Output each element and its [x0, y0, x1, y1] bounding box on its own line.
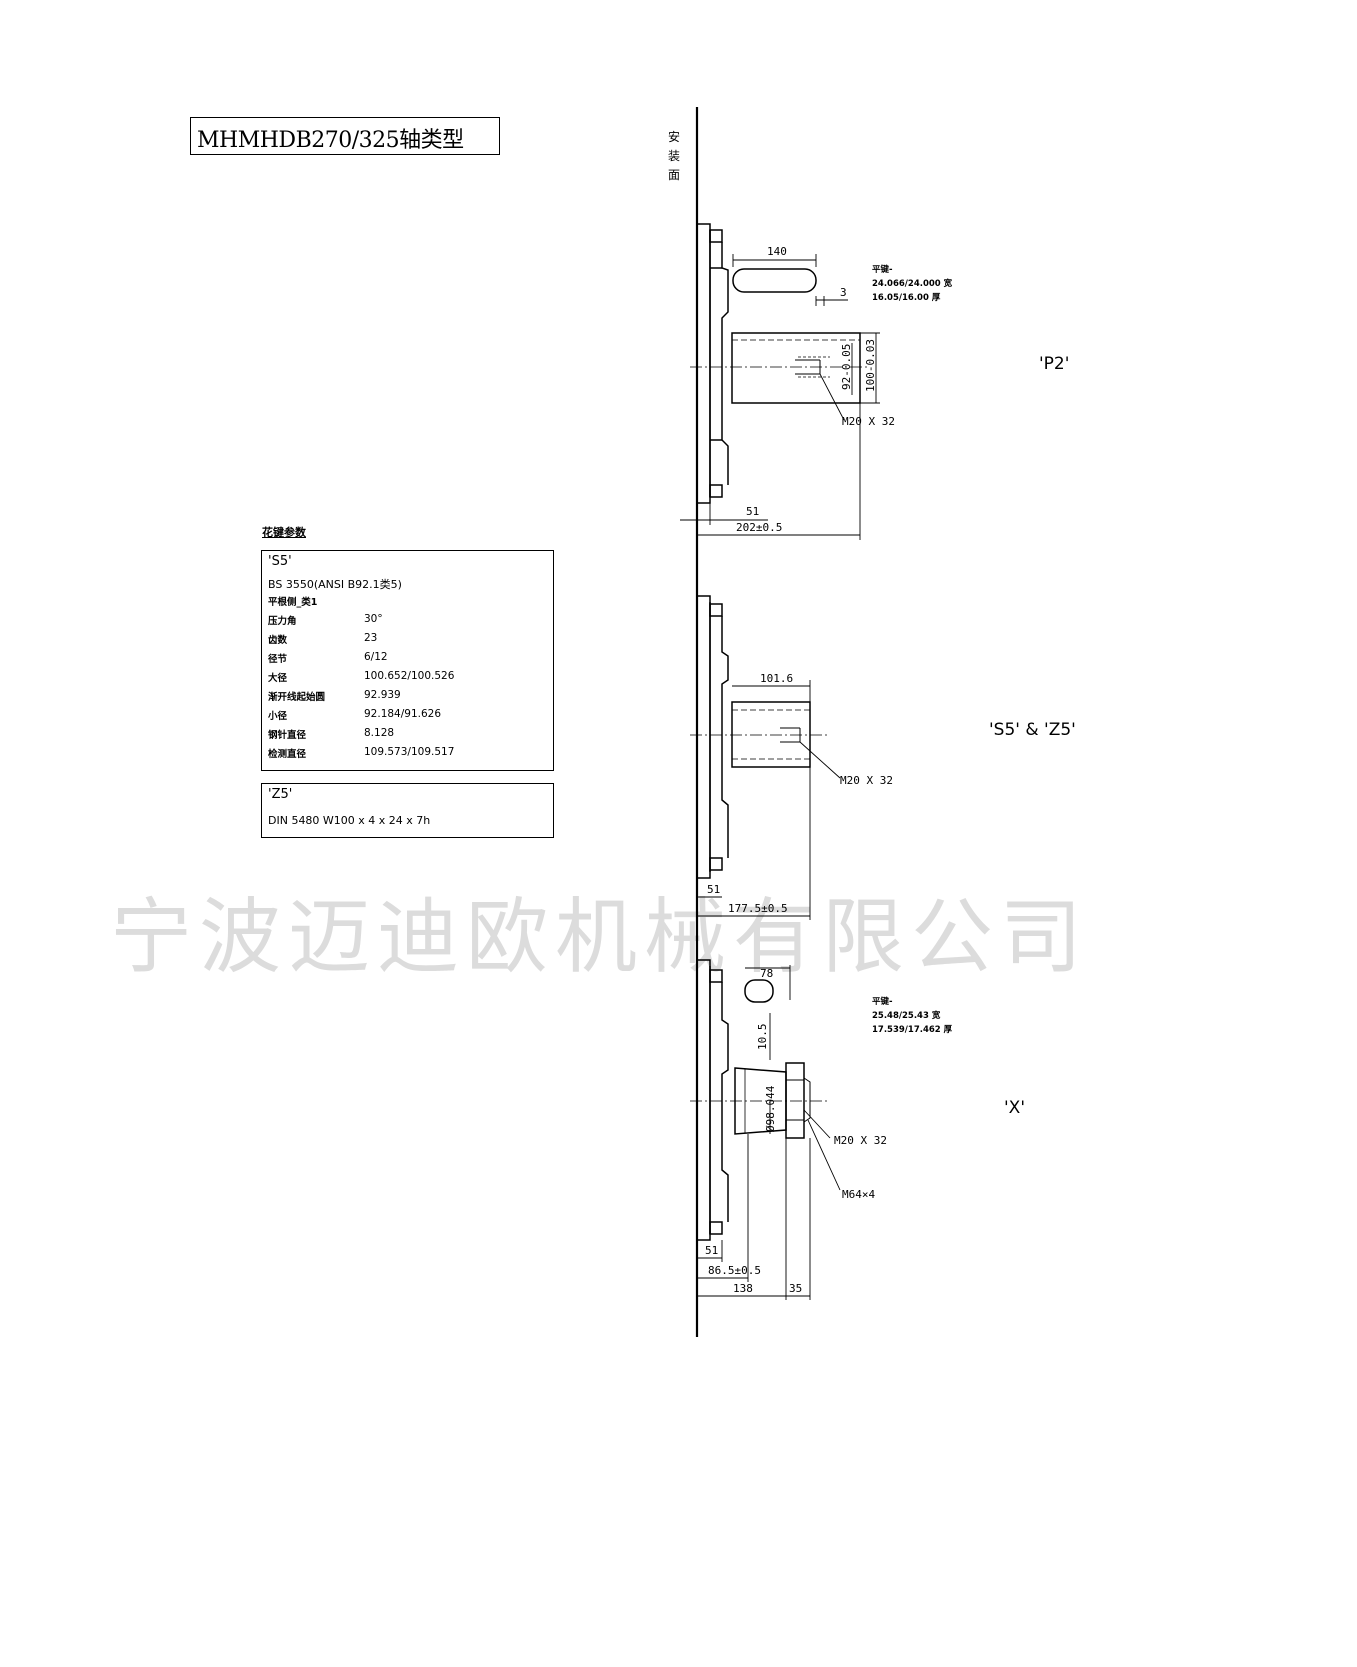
- row-key: 钢针直径: [268, 730, 307, 741]
- title-box: MHMHDB270/325轴类型: [190, 117, 500, 155]
- row-key: 小径: [268, 711, 288, 722]
- p2-key-note-line1: 平键-: [872, 264, 893, 275]
- row-key: 检测直径: [268, 749, 307, 760]
- p2-dim-shaft-dia: 92-0.05: [840, 344, 853, 390]
- spline-params-heading: 花键参数: [262, 526, 306, 539]
- p2-dim-flange: 51: [746, 505, 759, 518]
- row-value: 8.128: [364, 727, 395, 739]
- row-value: 30°: [364, 613, 383, 625]
- table-row: 检测直径 109.573/109.517: [268, 746, 548, 762]
- x-dim-taper-dia: Ø98.044: [764, 1085, 777, 1132]
- s5z5-dim-overall: 177.5±0.5: [728, 902, 788, 915]
- view-label-s5-z5: 'S5' & 'Z5': [989, 720, 1076, 740]
- table-row: 渐开线起始圆 92.939: [268, 689, 548, 705]
- p2-dim-shaft-dia2: 100-0.03: [864, 339, 877, 392]
- p2-dim-key-offset: 3: [840, 286, 847, 299]
- row-value: 92.184/91.626: [364, 708, 442, 720]
- x-dim-overall: 138: [733, 1282, 753, 1295]
- s5z5-dim-spline-length: 101.6: [760, 672, 793, 685]
- x-key-note-line3: 17.539/17.462 厚: [872, 1025, 953, 1035]
- row-key: 压力角: [268, 616, 297, 627]
- row-key: 齿数: [268, 635, 288, 646]
- p2-dim-key-length: 140: [767, 245, 787, 258]
- s5-spline-table: 'S5' BS 3550(ANSI B92.1类5) 平根侧_类1 压力角 30…: [261, 550, 554, 771]
- s5-z5-view: [690, 595, 841, 920]
- x-dim-flange: 51: [705, 1244, 718, 1257]
- table-row: 大径 100.652/100.526: [268, 670, 548, 686]
- p2-dim-overall: 202±0.5: [736, 521, 782, 534]
- x-nut-thread-label: M64×4: [842, 1188, 875, 1201]
- table-row: 齿数 23: [268, 632, 548, 648]
- x-dim-key-height: 10.5: [756, 1024, 769, 1051]
- row-key: 径节: [268, 654, 288, 665]
- row-value: 109.573/109.517: [364, 746, 455, 758]
- x-dim-key-length: 78: [760, 967, 773, 980]
- x-dim-to-taper: 86.5±0.5: [708, 1264, 761, 1277]
- z5-table-name: 'Z5': [268, 787, 293, 802]
- x-key-note-line1: 平键-: [872, 996, 893, 1007]
- s5z5-dim-flange: 51: [707, 883, 720, 896]
- row-value: 23: [364, 632, 378, 644]
- row-value: 100.652/100.526: [364, 670, 455, 682]
- z5-spec: DIN 5480 W100 x 4 x 24 x 7h: [268, 814, 431, 827]
- table-row: 径节 6/12: [268, 651, 548, 667]
- x-view: [690, 959, 841, 1300]
- s5-standard: BS 3550(ANSI B92.1类5): [268, 578, 402, 591]
- company-watermark: 宁波迈迪欧机械有限公司: [110, 890, 1090, 985]
- p2-key-note-line2: 24.066/24.000 宽: [872, 278, 953, 289]
- mounting-face-label: 安装面: [667, 130, 680, 182]
- p2-key-note-line3: 16.05/16.00 厚: [872, 293, 941, 303]
- page-title: MHMHDB270/325轴类型: [197, 128, 464, 153]
- table-row: 小径 92.184/91.626: [268, 708, 548, 724]
- row-key: 大径: [268, 673, 288, 684]
- s5-table-name: 'S5': [268, 554, 292, 569]
- table-row: 压力角 30°: [268, 613, 548, 629]
- row-value: 6/12: [364, 651, 388, 663]
- row-key: 渐开线起始圆: [268, 692, 326, 703]
- x-thread-label: M20 X 32: [834, 1134, 887, 1147]
- p2-view: [680, 223, 880, 540]
- z5-spline-table: 'Z5' DIN 5480 W100 x 4 x 24 x 7h: [261, 783, 554, 838]
- x-dim-nut: 35: [789, 1282, 802, 1295]
- s5-subtype: 平根侧_类1: [268, 597, 318, 608]
- view-label-p2: 'P2': [1039, 354, 1070, 374]
- row-value: 92.939: [364, 689, 401, 701]
- p2-thread-label: M20 X 32: [842, 415, 895, 428]
- view-label-x: 'X': [1004, 1098, 1025, 1118]
- x-key-note-line2: 25.48/25.43 宽: [872, 1010, 941, 1021]
- table-row: 钢针直径 8.128: [268, 727, 548, 743]
- s5z5-thread-label: M20 X 32: [840, 774, 893, 787]
